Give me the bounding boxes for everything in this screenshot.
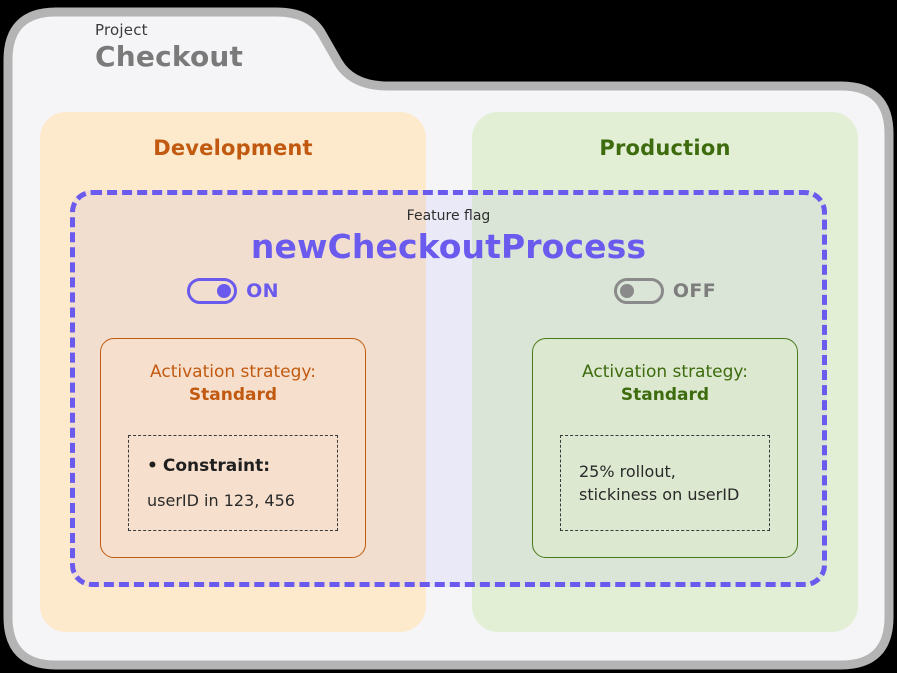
project-header: Project Checkout — [95, 22, 243, 73]
toggle-knob-icon — [217, 284, 232, 298]
activation-strategy-label: Activation strategy: — [150, 362, 316, 382]
toggle-row-production: OFF — [472, 278, 858, 304]
activation-strategy-value: Standard — [620, 384, 710, 405]
page-title: Checkout — [95, 39, 244, 73]
environment-title-development: Development — [153, 136, 313, 160]
activation-strategy-card-production[interactable]: Activation strategy: Standard 25% rollou… — [532, 338, 798, 558]
constraint-box-development: •Constraint: userID in 123, 456 — [128, 435, 338, 531]
toggle-knob-icon — [619, 284, 634, 298]
feature-flag-heading: Feature flag newCheckoutProcess — [0, 208, 897, 266]
rollout-line-2: stickiness on userID — [579, 485, 740, 504]
environment-title-production: Production — [599, 136, 731, 160]
activation-strategy-title-production: Activation strategy: Standard — [533, 339, 797, 407]
toggle-row-development: ON — [40, 278, 426, 304]
feature-flag-toggle-development[interactable] — [187, 278, 238, 304]
activation-strategy-value: Standard — [188, 384, 278, 405]
rollout-box-production: 25% rollout, stickiness on userID — [560, 435, 770, 531]
activation-strategy-title-development: Activation strategy: Standard — [101, 339, 365, 407]
project-kicker: Project — [95, 21, 148, 39]
activation-strategy-card-development[interactable]: Activation strategy: Standard •Constrain… — [100, 338, 366, 558]
constraint-value: userID in 123, 456 — [147, 490, 295, 510]
feature-flag-name: newCheckoutProcess — [250, 226, 647, 266]
feature-flag-toggle-production[interactable] — [613, 278, 664, 304]
constraint-label: Constraint: — [162, 456, 271, 477]
rollout-line-1: 25% rollout, — [579, 461, 676, 481]
constraint-heading: •Constraint: — [147, 456, 337, 476]
bullet-icon: • — [147, 456, 158, 477]
activation-strategy-label: Activation strategy: — [582, 362, 748, 382]
toggle-label-production: OFF — [672, 280, 717, 302]
toggle-label-development: ON — [246, 280, 279, 302]
feature-flag-kicker: Feature flag — [406, 208, 491, 224]
